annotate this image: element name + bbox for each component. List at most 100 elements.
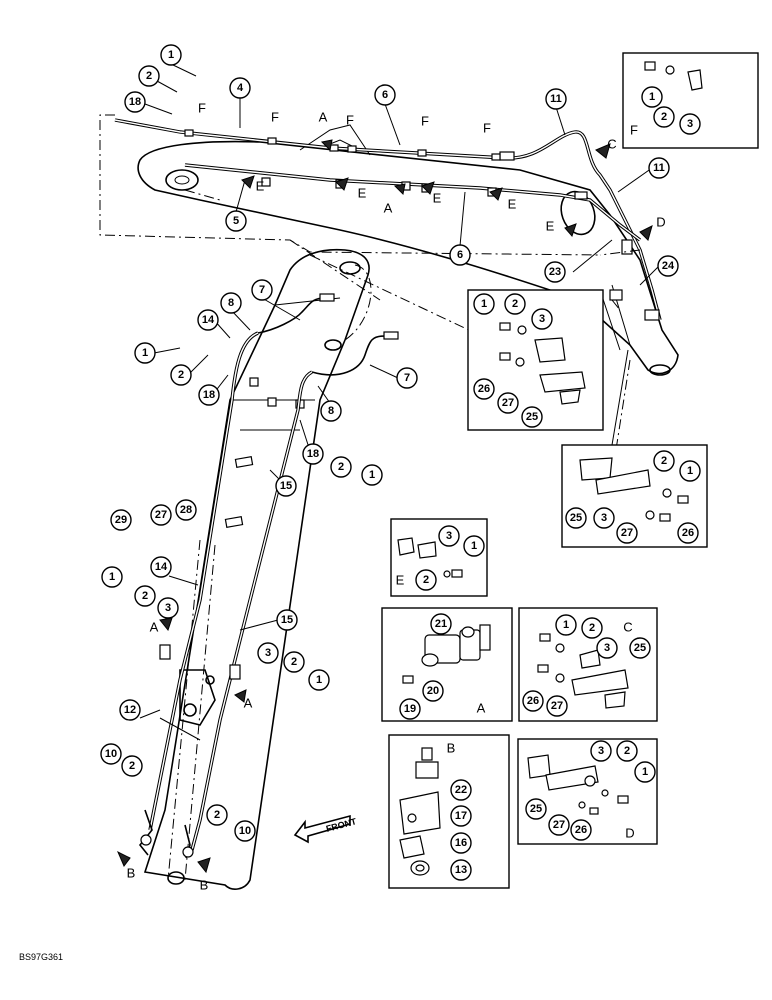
- svg-text:22: 22: [455, 784, 467, 796]
- callout-c-8a: 8: [220, 292, 242, 314]
- inset-lower-callout: 27: [616, 522, 638, 544]
- svg-text:14: 14: [155, 561, 168, 573]
- callout-c-18b: 18: [302, 443, 324, 465]
- svg-text:1: 1: [369, 469, 375, 481]
- svg-text:25: 25: [526, 411, 538, 423]
- svg-text:B: B: [447, 741, 456, 756]
- inset-C-callout: 3: [596, 637, 618, 659]
- svg-text:4: 4: [237, 82, 244, 94]
- inset-D-callout: 25: [525, 798, 547, 820]
- svg-text:C: C: [623, 620, 632, 635]
- svg-text:2: 2: [142, 590, 148, 602]
- inset-D-callout: 1: [634, 761, 656, 783]
- svg-text:A: A: [150, 620, 159, 635]
- inset-E-callout: 3: [438, 525, 460, 547]
- svg-text:1: 1: [481, 298, 487, 310]
- svg-text:13: 13: [455, 864, 467, 876]
- svg-text:25: 25: [634, 642, 646, 654]
- svg-text:7: 7: [259, 284, 265, 296]
- callout-c-1a: 1: [134, 342, 156, 364]
- svg-text:1: 1: [563, 619, 569, 631]
- svg-text:15: 15: [280, 480, 292, 492]
- svg-text:E: E: [508, 197, 517, 212]
- svg-text:8: 8: [228, 297, 234, 309]
- main-letters: F F A F F F C E E A E E E D A A B B: [127, 101, 666, 893]
- callout-c-23: 23: [544, 261, 566, 283]
- svg-text:F: F: [483, 121, 491, 136]
- svg-text:E: E: [256, 179, 265, 194]
- svg-text:A: A: [244, 696, 253, 711]
- svg-text:E: E: [358, 186, 367, 201]
- callout-c-2c: 2: [134, 585, 156, 607]
- callout-c-24: 24: [657, 255, 679, 277]
- callout-c-18a: 18: [198, 384, 220, 406]
- svg-text:1: 1: [168, 49, 174, 61]
- svg-text:A: A: [477, 701, 486, 716]
- inset-upper-callout: 2: [504, 293, 526, 315]
- svg-text:2: 2: [589, 622, 595, 634]
- svg-text:29: 29: [115, 514, 127, 526]
- svg-text:3: 3: [687, 118, 693, 130]
- callout-c-top-2: 2: [138, 65, 160, 87]
- svg-text:2: 2: [338, 461, 344, 473]
- svg-text:2: 2: [423, 574, 429, 586]
- inset-E-callout: 1: [463, 535, 485, 557]
- callout-c-15a: 15: [275, 475, 297, 497]
- svg-text:25: 25: [570, 512, 582, 524]
- inset-C-callout: 25: [629, 637, 651, 659]
- svg-text:11: 11: [550, 93, 562, 105]
- inset-upper-callout: 26: [473, 378, 495, 400]
- svg-text:2: 2: [291, 656, 297, 668]
- svg-text:F: F: [271, 110, 279, 125]
- svg-text:26: 26: [575, 824, 587, 836]
- callout-c-1d: 1: [308, 669, 330, 691]
- svg-text:6: 6: [457, 249, 463, 261]
- svg-text:1: 1: [109, 571, 115, 583]
- arrows: [117, 139, 653, 874]
- svg-text:24: 24: [662, 260, 675, 272]
- svg-text:A: A: [384, 201, 393, 216]
- callout-c-top-1: 1: [160, 44, 182, 66]
- svg-text:1: 1: [471, 540, 477, 552]
- inset-A-callout: 21: [430, 613, 452, 635]
- svg-text:B: B: [200, 878, 209, 893]
- svg-text:C: C: [607, 137, 616, 152]
- svg-text:B: B: [127, 866, 136, 881]
- svg-text:1: 1: [642, 766, 648, 778]
- inset-upper-callout: 1: [473, 293, 495, 315]
- svg-text:3: 3: [446, 530, 452, 542]
- callout-c-top-6: 6: [374, 84, 396, 106]
- svg-text:2: 2: [214, 809, 220, 821]
- figure-id: BS97G361: [19, 952, 63, 962]
- arm: [143, 248, 370, 890]
- inset-D-callout: 26: [570, 819, 592, 841]
- svg-text:10: 10: [105, 748, 117, 760]
- svg-text:2: 2: [178, 369, 184, 381]
- svg-text:7: 7: [404, 372, 410, 384]
- callout-c-27a: 27: [150, 504, 172, 526]
- callout-c-12: 12: [119, 699, 141, 721]
- callout-c-top-11: 11: [545, 88, 567, 110]
- svg-text:23: 23: [549, 266, 561, 278]
- svg-text:10: 10: [239, 825, 251, 837]
- callout-c-29: 29: [110, 509, 132, 531]
- svg-text:1: 1: [142, 347, 148, 359]
- callout-c-14a: 14: [197, 309, 219, 331]
- svg-text:25: 25: [530, 803, 542, 815]
- callout-c-11b: 11: [648, 157, 670, 179]
- inset-B: B: [388, 734, 510, 889]
- inset-lower-callout: 1: [679, 460, 701, 482]
- svg-text:16: 16: [455, 837, 467, 849]
- svg-text:3: 3: [604, 642, 610, 654]
- inset-C-callout: 27: [546, 695, 568, 717]
- inset-lower-callout: 25: [565, 507, 587, 529]
- callout-c-top-18: 18: [124, 91, 146, 113]
- callout-c-8b: 8: [320, 400, 342, 422]
- svg-text:E: E: [396, 573, 405, 588]
- svg-text:27: 27: [502, 397, 514, 409]
- svg-text:1: 1: [316, 674, 322, 686]
- inset-E: E: [390, 518, 488, 597]
